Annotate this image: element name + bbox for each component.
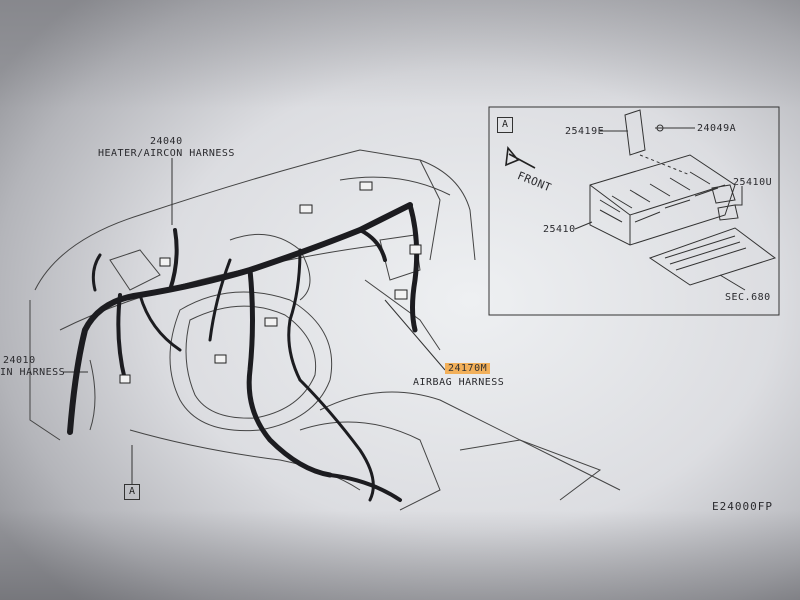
relay-part-number: 25410U (733, 177, 773, 188)
fuse-box (589, 109, 739, 246)
inset-marker-box: A (497, 117, 513, 133)
fuse-box-part-number: 25410 (543, 224, 576, 235)
main-harness-number: 24010 (3, 355, 36, 366)
airbag-harness-label: AIRBAG HARNESS (413, 377, 505, 388)
bracket-part-number: 25419E (565, 126, 605, 137)
fuse-cover (648, 227, 777, 286)
connectors (119, 181, 422, 384)
heater-harness-label: HEATER/AIRCON HARNESS (98, 148, 235, 159)
section-reference: SEC.680 (725, 292, 771, 303)
harness-wires (67, 202, 420, 502)
front-arrow (505, 146, 536, 169)
inset-frame (488, 106, 780, 316)
heater-harness-number: 24040 (150, 136, 183, 147)
airbag-harness-number: 24170M (445, 363, 491, 374)
diagram-code: E24000FP (712, 500, 773, 513)
view-marker-box: A (124, 484, 140, 500)
main-harness-label: IN HARNESS (0, 367, 66, 378)
highlight-marker: 24170M (445, 363, 491, 374)
bolt-part-number: 24049A (697, 123, 737, 134)
